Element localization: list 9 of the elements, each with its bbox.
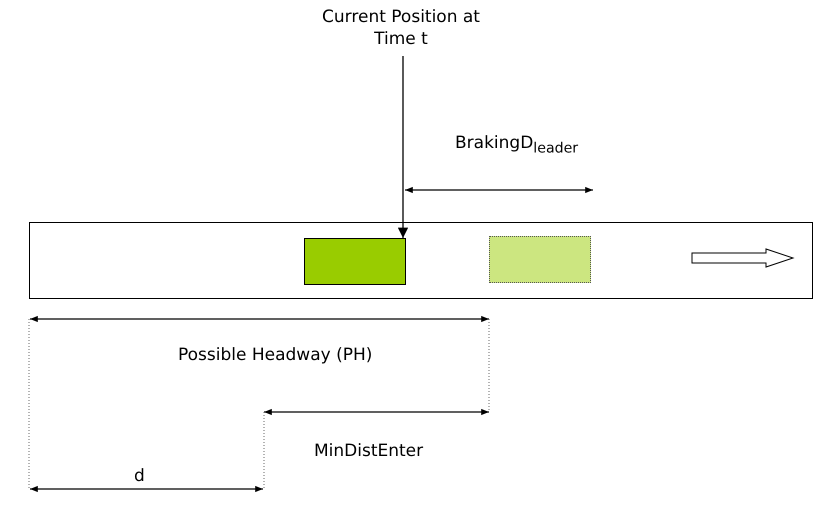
dimension-label: BrakingD$_{leader}$: [455, 133, 578, 156]
leader-arrow: [398, 56, 408, 238]
dimension-label: MinDistEnter: [314, 441, 424, 461]
position-label: Current Position at Time t: [306, 6, 496, 50]
vehicle-box: [304, 238, 406, 285]
road-lane: [29, 222, 813, 299]
ghost-vehicle-box: [489, 236, 591, 283]
dimension-label: d: [134, 466, 145, 486]
dimension-label: Possible Headway (PH): [178, 345, 372, 365]
